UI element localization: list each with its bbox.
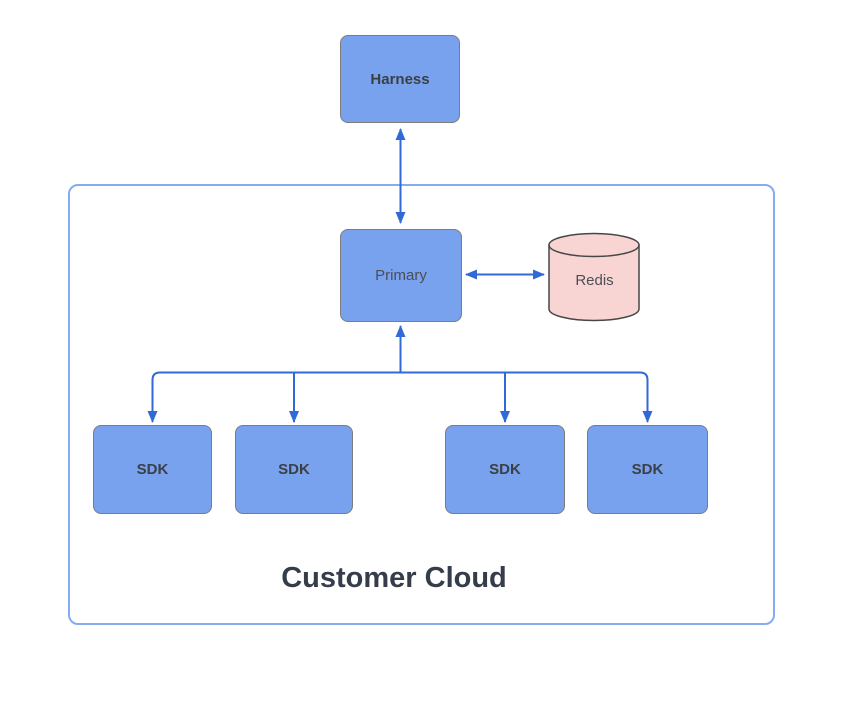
node-sdk-4-label: SDK bbox=[631, 461, 664, 478]
container-customer-cloud-label: Customer Cloud bbox=[281, 562, 507, 594]
node-sdk-3: SDK bbox=[445, 425, 565, 514]
node-harness: Harness bbox=[340, 35, 460, 123]
node-sdk-1: SDK bbox=[93, 425, 212, 514]
node-redis-cylinder-shape bbox=[548, 232, 640, 322]
node-redis-label: Redis bbox=[575, 272, 614, 289]
node-primary: Primary bbox=[340, 229, 462, 322]
node-primary-label: Primary bbox=[375, 267, 427, 284]
node-sdk-3-label: SDK bbox=[489, 461, 521, 478]
container-customer-cloud bbox=[68, 184, 775, 625]
node-harness-label: Harness bbox=[370, 70, 430, 88]
node-sdk-2-label: SDK bbox=[278, 461, 310, 478]
node-sdk-2: SDK bbox=[235, 425, 353, 514]
node-sdk-4: SDK bbox=[587, 425, 708, 514]
node-sdk-1-label: SDK bbox=[136, 461, 169, 478]
